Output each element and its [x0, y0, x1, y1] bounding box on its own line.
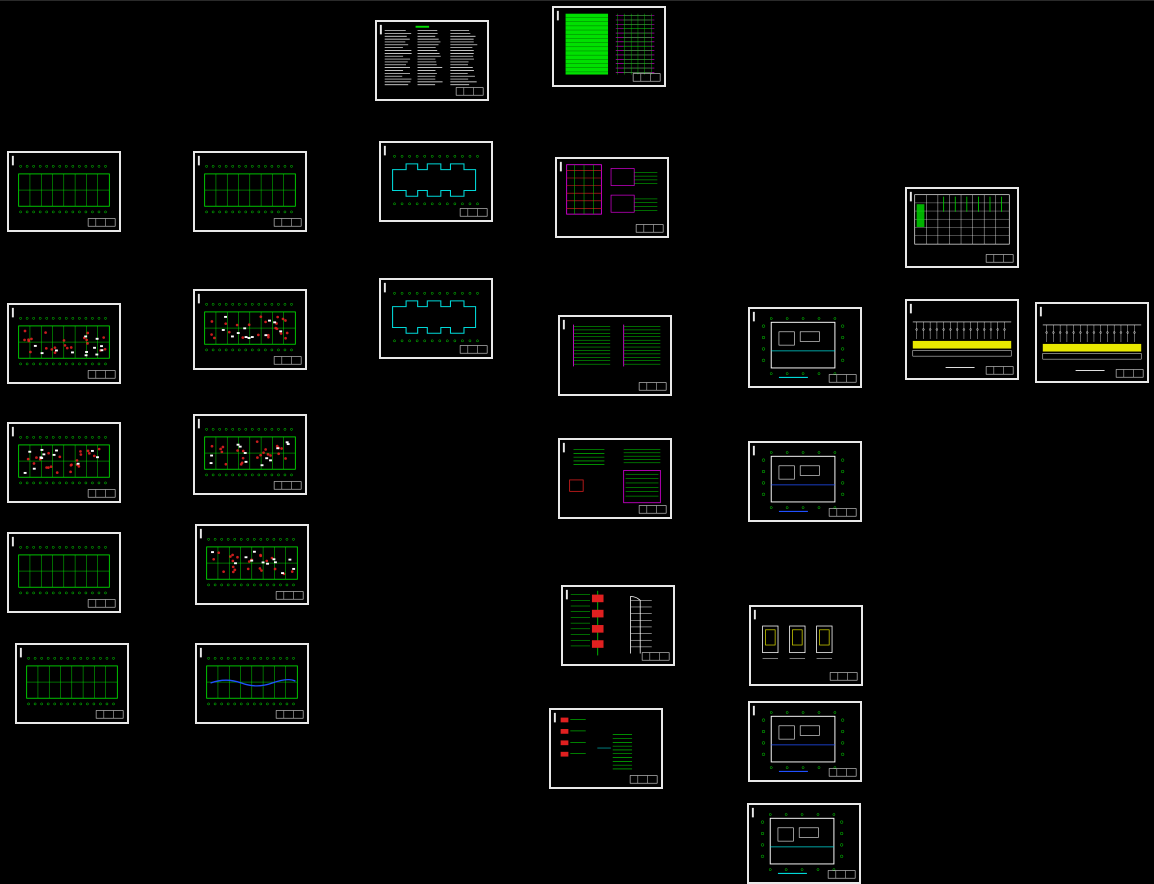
drawing-sheet[interactable] [905, 299, 1019, 380]
sheet-thumbnail [554, 8, 664, 85]
sheet-thumbnail [750, 703, 860, 780]
title-block [384, 283, 487, 353]
title-block [910, 192, 1013, 262]
drawing-sheet[interactable] [748, 441, 862, 522]
sheet-thumbnail [195, 416, 305, 493]
room-plan [762, 711, 844, 771]
floor-plan [393, 292, 479, 342]
title-block [563, 320, 666, 390]
sheet-thumbnail [9, 153, 119, 230]
drawing-sheet[interactable] [561, 585, 675, 666]
detail-view [561, 718, 632, 769]
drawing-sheet[interactable] [749, 605, 863, 686]
sheet-thumbnail [197, 526, 307, 603]
title-block [12, 156, 115, 226]
title-block [20, 648, 123, 718]
drawing-sheet[interactable] [555, 157, 669, 238]
switchgear-elevation [913, 322, 1011, 368]
floor-plan [19, 165, 110, 213]
floor-plan [27, 657, 118, 705]
sheet-thumbnail [557, 159, 667, 236]
sheet-thumbnail [377, 22, 487, 99]
floor-plan [19, 436, 110, 484]
floor-plan [207, 538, 298, 586]
title-block [200, 529, 303, 599]
sheet-thumbnail [1037, 304, 1147, 381]
wiring-diagram [570, 450, 661, 503]
elevation-views [763, 626, 832, 658]
sheet-thumbnail [907, 189, 1017, 266]
drawing-sheet[interactable] [195, 643, 309, 724]
drawing-sheet[interactable] [748, 701, 862, 782]
sheet-thumbnail [750, 443, 860, 520]
drawing-sheet[interactable] [379, 141, 493, 222]
drawing-sheet[interactable] [7, 151, 121, 232]
sheet-thumbnail [749, 805, 859, 882]
floor-plan [19, 546, 110, 594]
title-block [12, 427, 115, 497]
schedule-table [915, 195, 1010, 244]
title-block [384, 146, 487, 216]
wiring-diagram [574, 325, 661, 367]
notes-text [385, 26, 478, 85]
title-block [200, 648, 303, 718]
room-plan [761, 813, 843, 873]
drawing-sheet[interactable] [747, 803, 861, 884]
drawing-sheet[interactable] [15, 643, 129, 724]
section-view [571, 591, 652, 656]
drawing-sheet[interactable] [193, 414, 307, 495]
sheet-thumbnail [197, 645, 307, 722]
title-block [198, 419, 301, 489]
sheet-thumbnail [750, 309, 860, 386]
drawing-sheet[interactable] [195, 524, 309, 605]
drawing-sheet[interactable] [7, 532, 121, 613]
drawing-sheet[interactable] [1035, 302, 1149, 383]
room-plan [762, 317, 844, 377]
sheet-thumbnail [560, 317, 670, 394]
sheet-thumbnail [9, 305, 119, 382]
floor-plan [19, 317, 110, 365]
drawing-sheet[interactable] [905, 187, 1019, 268]
drawing-sheet[interactable] [549, 708, 663, 789]
title-block [198, 156, 301, 226]
sheet-thumbnail [195, 153, 305, 230]
sheet-thumbnail [381, 280, 491, 357]
floor-plan [205, 428, 296, 476]
sheet-thumbnail [563, 587, 673, 664]
floor-plan [393, 155, 479, 205]
title-block [12, 537, 115, 607]
drawing-sheet[interactable] [7, 303, 121, 384]
sheet-thumbnail [9, 424, 119, 501]
sheet-thumbnail [907, 301, 1017, 378]
drawing-sheet[interactable] [552, 6, 666, 87]
sheet-thumbnail [551, 710, 661, 787]
room-plan [762, 451, 844, 511]
sheet-thumbnail [195, 291, 305, 368]
sheet-thumbnail [751, 607, 861, 684]
switchgear-elevation [1043, 325, 1141, 371]
floor-plan [207, 657, 298, 705]
floor-plan [205, 165, 296, 213]
sheet-thumbnail [381, 143, 491, 220]
floor-plan [205, 303, 296, 351]
drawing-sheet[interactable] [375, 20, 489, 101]
drawing-sheet[interactable] [558, 438, 672, 519]
drawing-sheet[interactable] [7, 422, 121, 503]
sheet-thumbnail [17, 645, 127, 722]
sheet-thumbnail [9, 534, 119, 611]
title-block [12, 308, 115, 378]
sheet-thumbnail [560, 440, 670, 517]
title-block [198, 294, 301, 364]
green-table [566, 14, 655, 75]
drawing-sheet[interactable] [379, 278, 493, 359]
drawing-sheet[interactable] [748, 307, 862, 388]
drawing-sheet[interactable] [558, 315, 672, 396]
riser-diagram [567, 165, 658, 214]
drawing-sheet[interactable] [193, 151, 307, 232]
drawing-sheet[interactable] [193, 289, 307, 370]
